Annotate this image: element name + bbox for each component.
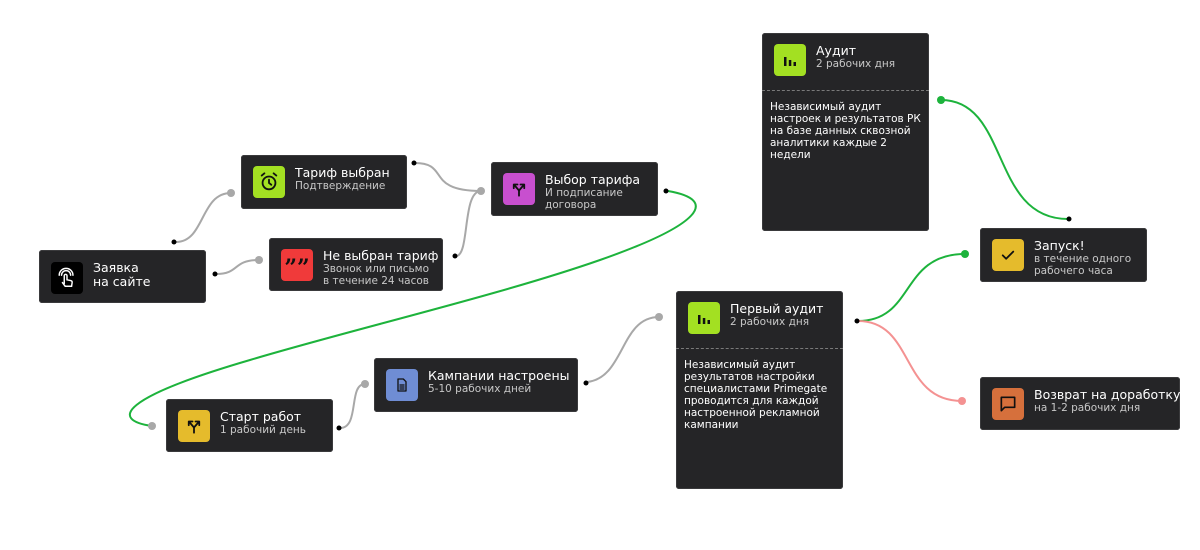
node-title: Возврат на доработку bbox=[1034, 387, 1181, 402]
output-port[interactable] bbox=[854, 318, 860, 324]
output-port[interactable] bbox=[452, 253, 458, 259]
wire-audit-to-launch bbox=[940, 99, 1069, 220]
node-subtitle: 2 рабочих дня bbox=[730, 316, 810, 328]
node-subtitle: на 1-2 рабочих дня bbox=[1034, 402, 1141, 414]
node-title: Не выбран тариф bbox=[323, 248, 439, 263]
output-port[interactable] bbox=[336, 425, 342, 431]
quote-icon: ”” bbox=[281, 249, 313, 281]
node-return[interactable]: Возврат на доработку на 1-2 рабочих дня bbox=[980, 377, 1180, 430]
input-port[interactable] bbox=[255, 256, 263, 264]
split-arrows-icon bbox=[503, 173, 535, 205]
node-subtitle: Звонок или письмо в течение 24 часов bbox=[323, 263, 430, 287]
node-subtitle: Подтверждение bbox=[295, 180, 386, 192]
input-port[interactable] bbox=[477, 187, 485, 195]
alarm-clock-icon bbox=[253, 166, 285, 198]
chat-bubble-icon bbox=[992, 388, 1024, 420]
output-port[interactable] bbox=[583, 380, 589, 386]
node-subtitle: 1 рабочий день bbox=[220, 424, 306, 436]
split-arrows-icon bbox=[178, 410, 210, 442]
divider bbox=[676, 348, 843, 349]
node-title: Первый аудит bbox=[730, 301, 824, 316]
wire-tariff-selected-to-choice bbox=[414, 162, 482, 192]
node-first-audit[interactable]: Первый аудит 2 рабочих дня Независимый а… bbox=[676, 291, 843, 489]
node-tariff-choice[interactable]: Выбор тарифа И подписание договора bbox=[491, 162, 658, 216]
node-audit[interactable]: Аудит 2 рабочих дня Независимый аудит на… bbox=[762, 33, 929, 231]
wire-campaigns-to-first-audit bbox=[586, 316, 660, 383]
wire-start-to-campaigns bbox=[339, 383, 366, 429]
wire-request-to-tariff-selected bbox=[175, 192, 232, 243]
node-title: Заявка на сайте bbox=[93, 260, 151, 289]
output-port[interactable] bbox=[171, 239, 177, 245]
output-port[interactable] bbox=[212, 271, 218, 277]
node-tariff-selected[interactable]: Тариф выбран Подтверждение bbox=[241, 155, 407, 209]
wire-first-audit-to-launch bbox=[857, 253, 966, 322]
node-subtitle: И подписание договора bbox=[545, 187, 623, 211]
output-port[interactable] bbox=[663, 188, 669, 194]
node-subtitle: в течение одного рабочего часа bbox=[1034, 253, 1132, 277]
input-port[interactable] bbox=[937, 96, 945, 104]
wire-first-audit-to-return bbox=[857, 320, 963, 402]
document-icon bbox=[386, 369, 418, 401]
checkmark-icon bbox=[992, 239, 1024, 271]
bar-chart-icon bbox=[774, 44, 806, 76]
node-title: Тариф выбран bbox=[295, 165, 390, 180]
touch-icon bbox=[51, 262, 83, 294]
node-description: Независимый аудит результатов настройки … bbox=[684, 359, 828, 431]
wire-request-to-tariff-not-selected bbox=[215, 259, 260, 275]
node-start[interactable]: Старт работ 1 рабочий день bbox=[166, 399, 333, 452]
node-subtitle: 2 рабочих дня bbox=[816, 58, 896, 70]
input-port[interactable] bbox=[148, 422, 156, 430]
wire-choice-to-start bbox=[128, 190, 697, 427]
node-request[interactable]: Заявка на сайте bbox=[39, 250, 206, 303]
node-title: Выбор тарифа bbox=[545, 172, 641, 187]
input-port[interactable] bbox=[655, 313, 663, 321]
divider bbox=[762, 90, 929, 91]
input-port[interactable] bbox=[361, 380, 369, 388]
output-port[interactable] bbox=[1066, 216, 1072, 222]
output-port[interactable] bbox=[411, 160, 417, 166]
input-port[interactable] bbox=[227, 189, 235, 197]
node-title: Аудит bbox=[816, 43, 856, 58]
node-tariff-not-selected[interactable]: ”” Не выбран тариф Звонок или письмо в т… bbox=[269, 238, 443, 291]
node-launch[interactable]: Запуск! в течение одного рабочего часа bbox=[980, 228, 1147, 282]
node-title: Кампании настроены bbox=[428, 368, 570, 383]
node-subtitle: 5-10 рабочих дней bbox=[428, 383, 532, 395]
node-campaigns[interactable]: Кампании настроены 5-10 рабочих дней bbox=[374, 358, 578, 412]
input-port[interactable] bbox=[961, 250, 969, 258]
node-title: Старт работ bbox=[220, 409, 302, 424]
input-port[interactable] bbox=[958, 397, 966, 405]
wire-tariff-not-selected-to-choice bbox=[455, 190, 482, 257]
bar-chart-icon bbox=[688, 302, 720, 334]
node-title: Запуск! bbox=[1034, 238, 1085, 253]
node-description: Независимый аудит настроек и результатов… bbox=[770, 101, 921, 161]
